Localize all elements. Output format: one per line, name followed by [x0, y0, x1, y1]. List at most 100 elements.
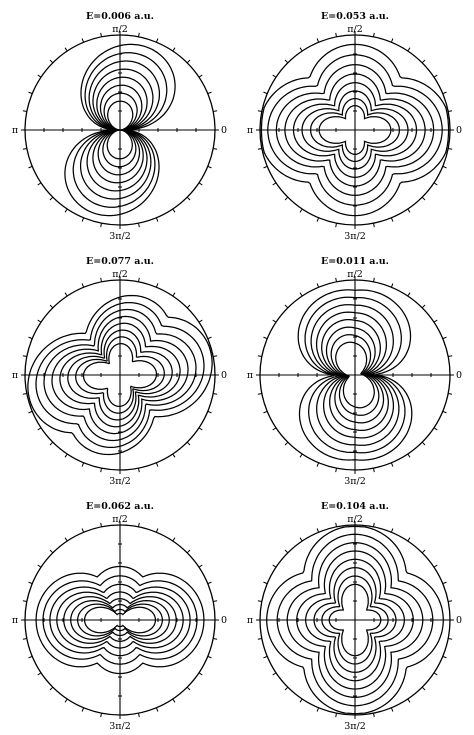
tick-mark: [284, 686, 289, 691]
tick-mark: [138, 32, 140, 37]
tick-mark: [272, 74, 277, 78]
tick-marks: [21, 521, 219, 719]
tick-mark: [299, 698, 303, 703]
label-3pi-over-2: 3π/2: [109, 721, 131, 732]
tick-mark: [442, 165, 447, 169]
tick-mark: [448, 148, 453, 150]
tick-marks: [21, 276, 219, 474]
contour-line: [325, 326, 385, 424]
contour-line: [304, 558, 406, 682]
tick-mark: [207, 91, 212, 95]
panel-3: E=0.077 a.u. π/2 3π/2 π 0: [12, 256, 227, 487]
contour-line: [266, 525, 444, 715]
tick-mark: [272, 672, 277, 676]
tick-mark: [263, 165, 268, 169]
label-zero: 0: [456, 370, 462, 381]
tick-mark: [263, 336, 268, 340]
tick-mark: [138, 223, 140, 228]
tick-mark: [373, 32, 375, 37]
tick-mark: [49, 196, 54, 201]
panel-6: E=0.104 a.u. π/2 3π/2 π 0: [247, 501, 462, 732]
contour-line: [318, 105, 392, 155]
contour-line: [27, 294, 213, 456]
tick-mark: [186, 59, 191, 64]
label-pi-over-2: π/2: [347, 514, 363, 525]
label-zero: 0: [221, 615, 227, 626]
tick-mark: [49, 441, 54, 446]
contour-line: [56, 591, 184, 649]
tick-mark: [81, 217, 85, 222]
contour-line: [43, 308, 197, 442]
tick-mark: [198, 319, 203, 323]
tick-mark: [442, 336, 447, 340]
contour-line: [76, 603, 164, 637]
label-pi-over-2: π/2: [347, 24, 363, 35]
tick-mark: [442, 91, 447, 95]
tick-mark: [407, 47, 411, 52]
tick-mark: [407, 537, 411, 542]
tick-mark: [207, 336, 212, 340]
tick-mark: [213, 148, 218, 150]
tick-mark: [433, 427, 438, 431]
contour-line: [51, 315, 189, 435]
label-3pi-over-2: 3π/2: [109, 476, 131, 487]
tick-mark: [407, 698, 411, 703]
tick-mark: [421, 686, 426, 691]
tick-mark: [448, 600, 453, 602]
tick-mark: [22, 600, 27, 602]
tick-mark: [37, 182, 42, 186]
contour-lines: [260, 43, 450, 217]
tick-mark: [373, 713, 375, 718]
tick-mark: [37, 319, 42, 323]
tick-mark: [37, 564, 42, 568]
label-pi: π: [247, 370, 253, 381]
tick-mark: [407, 292, 411, 297]
tick-marks: [21, 31, 219, 229]
label-pi-over-2: π/2: [112, 514, 128, 525]
tick-mark: [22, 110, 27, 112]
label-pi: π: [12, 370, 18, 381]
contour-line: [83, 606, 157, 634]
contour-line: [296, 550, 414, 690]
contour-line: [301, 90, 409, 170]
tick-mark: [433, 319, 438, 323]
tick-mark: [64, 698, 68, 703]
contour-line: [102, 92, 138, 168]
tick-mark: [335, 277, 337, 282]
contour-line: [276, 533, 434, 707]
contour-line: [330, 334, 380, 416]
tick-mark: [207, 410, 212, 414]
tick-mark: [172, 537, 176, 542]
tick-mark: [421, 196, 426, 201]
tick-mark: [155, 528, 159, 533]
tick-mark: [100, 522, 102, 527]
tick-mark: [100, 713, 102, 718]
tick-mark: [207, 581, 212, 585]
label-pi: π: [247, 125, 253, 136]
tick-mark: [433, 74, 438, 78]
contour-lines: [64, 43, 176, 217]
tick-mark: [257, 600, 262, 602]
tick-mark: [257, 638, 262, 640]
tick-mark: [64, 47, 68, 52]
tick-mark: [186, 441, 191, 446]
tick-mark: [442, 410, 447, 414]
label-3pi-over-2: 3π/2: [109, 231, 131, 242]
contour-line: [275, 64, 435, 196]
tick-mark: [138, 713, 140, 718]
tick-mark: [335, 32, 337, 37]
label-pi-over-2: π/2: [112, 269, 128, 280]
tick-mark: [263, 655, 268, 659]
contour-line: [35, 301, 205, 449]
tick-mark: [155, 283, 159, 288]
tick-mark: [49, 304, 54, 309]
panel-2: E=0.053 a.u. π/2 3π/2 π 0: [247, 11, 462, 242]
tick-mark: [49, 686, 54, 691]
contour-line: [70, 599, 170, 641]
tick-mark: [373, 522, 375, 527]
tick-mark: [28, 336, 33, 340]
contour-line: [79, 60, 161, 200]
panel-5: E=0.062 a.u. π/2 3π/2 π 0: [12, 501, 227, 732]
label-zero: 0: [456, 615, 462, 626]
